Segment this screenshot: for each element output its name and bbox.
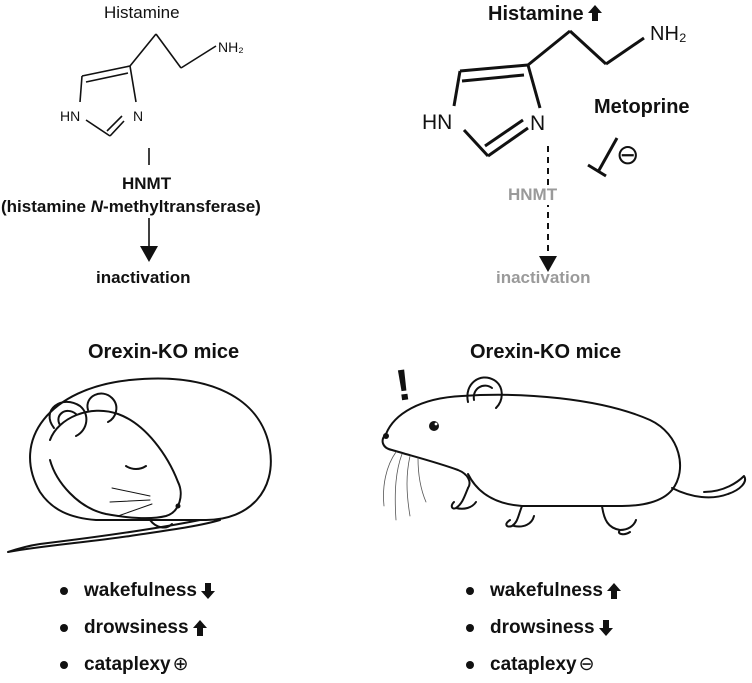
- right-amine-label: NH₂: [650, 23, 687, 45]
- list-item: cataplexy⊖: [466, 646, 622, 683]
- left-hn-label: HN: [60, 108, 80, 124]
- left-histamine-label: Histamine: [104, 3, 180, 22]
- alert-mouse-illustration: [381, 376, 746, 536]
- plus-circle-icon: ⊕: [172, 653, 189, 675]
- left-enzyme-short: HNMT: [122, 174, 172, 193]
- left-enzyme-full: (histamine N-methyltransferase): [1, 197, 261, 216]
- list-item: wakefulness: [466, 572, 622, 609]
- up-arrow-icon: [192, 619, 207, 636]
- right-outcome-label: inactivation: [496, 268, 591, 287]
- list-item: drowsiness: [60, 609, 216, 646]
- metoprine-label: Metoprine: [594, 96, 690, 118]
- right-histamine-structure: NH₂ HN N: [422, 23, 687, 272]
- left-effects-list: wakefulness drowsiness cataplexy⊕: [60, 572, 216, 683]
- down-arrow-icon: [201, 582, 215, 599]
- list-item: cataplexy⊕: [60, 646, 216, 683]
- right-histamine-label: Histamine: [488, 3, 603, 26]
- inhibition-minus-icon: ⊖: [616, 139, 640, 170]
- right-mice-title: Orexin-KO mice: [470, 341, 622, 363]
- sleeping-mouse-illustration: [7, 377, 272, 553]
- left-histamine-structure: NH₂ HN N: [60, 33, 244, 262]
- list-item: wakefulness: [60, 572, 216, 609]
- up-arrow-icon: [607, 582, 621, 599]
- left-mice-title: Orexin-KO mice: [88, 341, 240, 363]
- minus-circle-icon: ⊖: [578, 653, 595, 675]
- left-outcome-label: inactivation: [96, 268, 191, 287]
- right-n-label: N: [530, 112, 545, 135]
- left-amine-label: NH₂: [218, 39, 244, 55]
- right-enzyme-short: HNMT: [506, 185, 560, 205]
- right-effects-list: wakefulness drowsiness cataplexy⊖: [466, 572, 622, 683]
- left-n-label: N: [133, 108, 143, 124]
- histamine-up-arrow-icon: [587, 5, 602, 21]
- right-hn-label: HN: [422, 111, 452, 134]
- list-item: drowsiness: [466, 609, 622, 646]
- down-arrow-icon: [598, 619, 613, 636]
